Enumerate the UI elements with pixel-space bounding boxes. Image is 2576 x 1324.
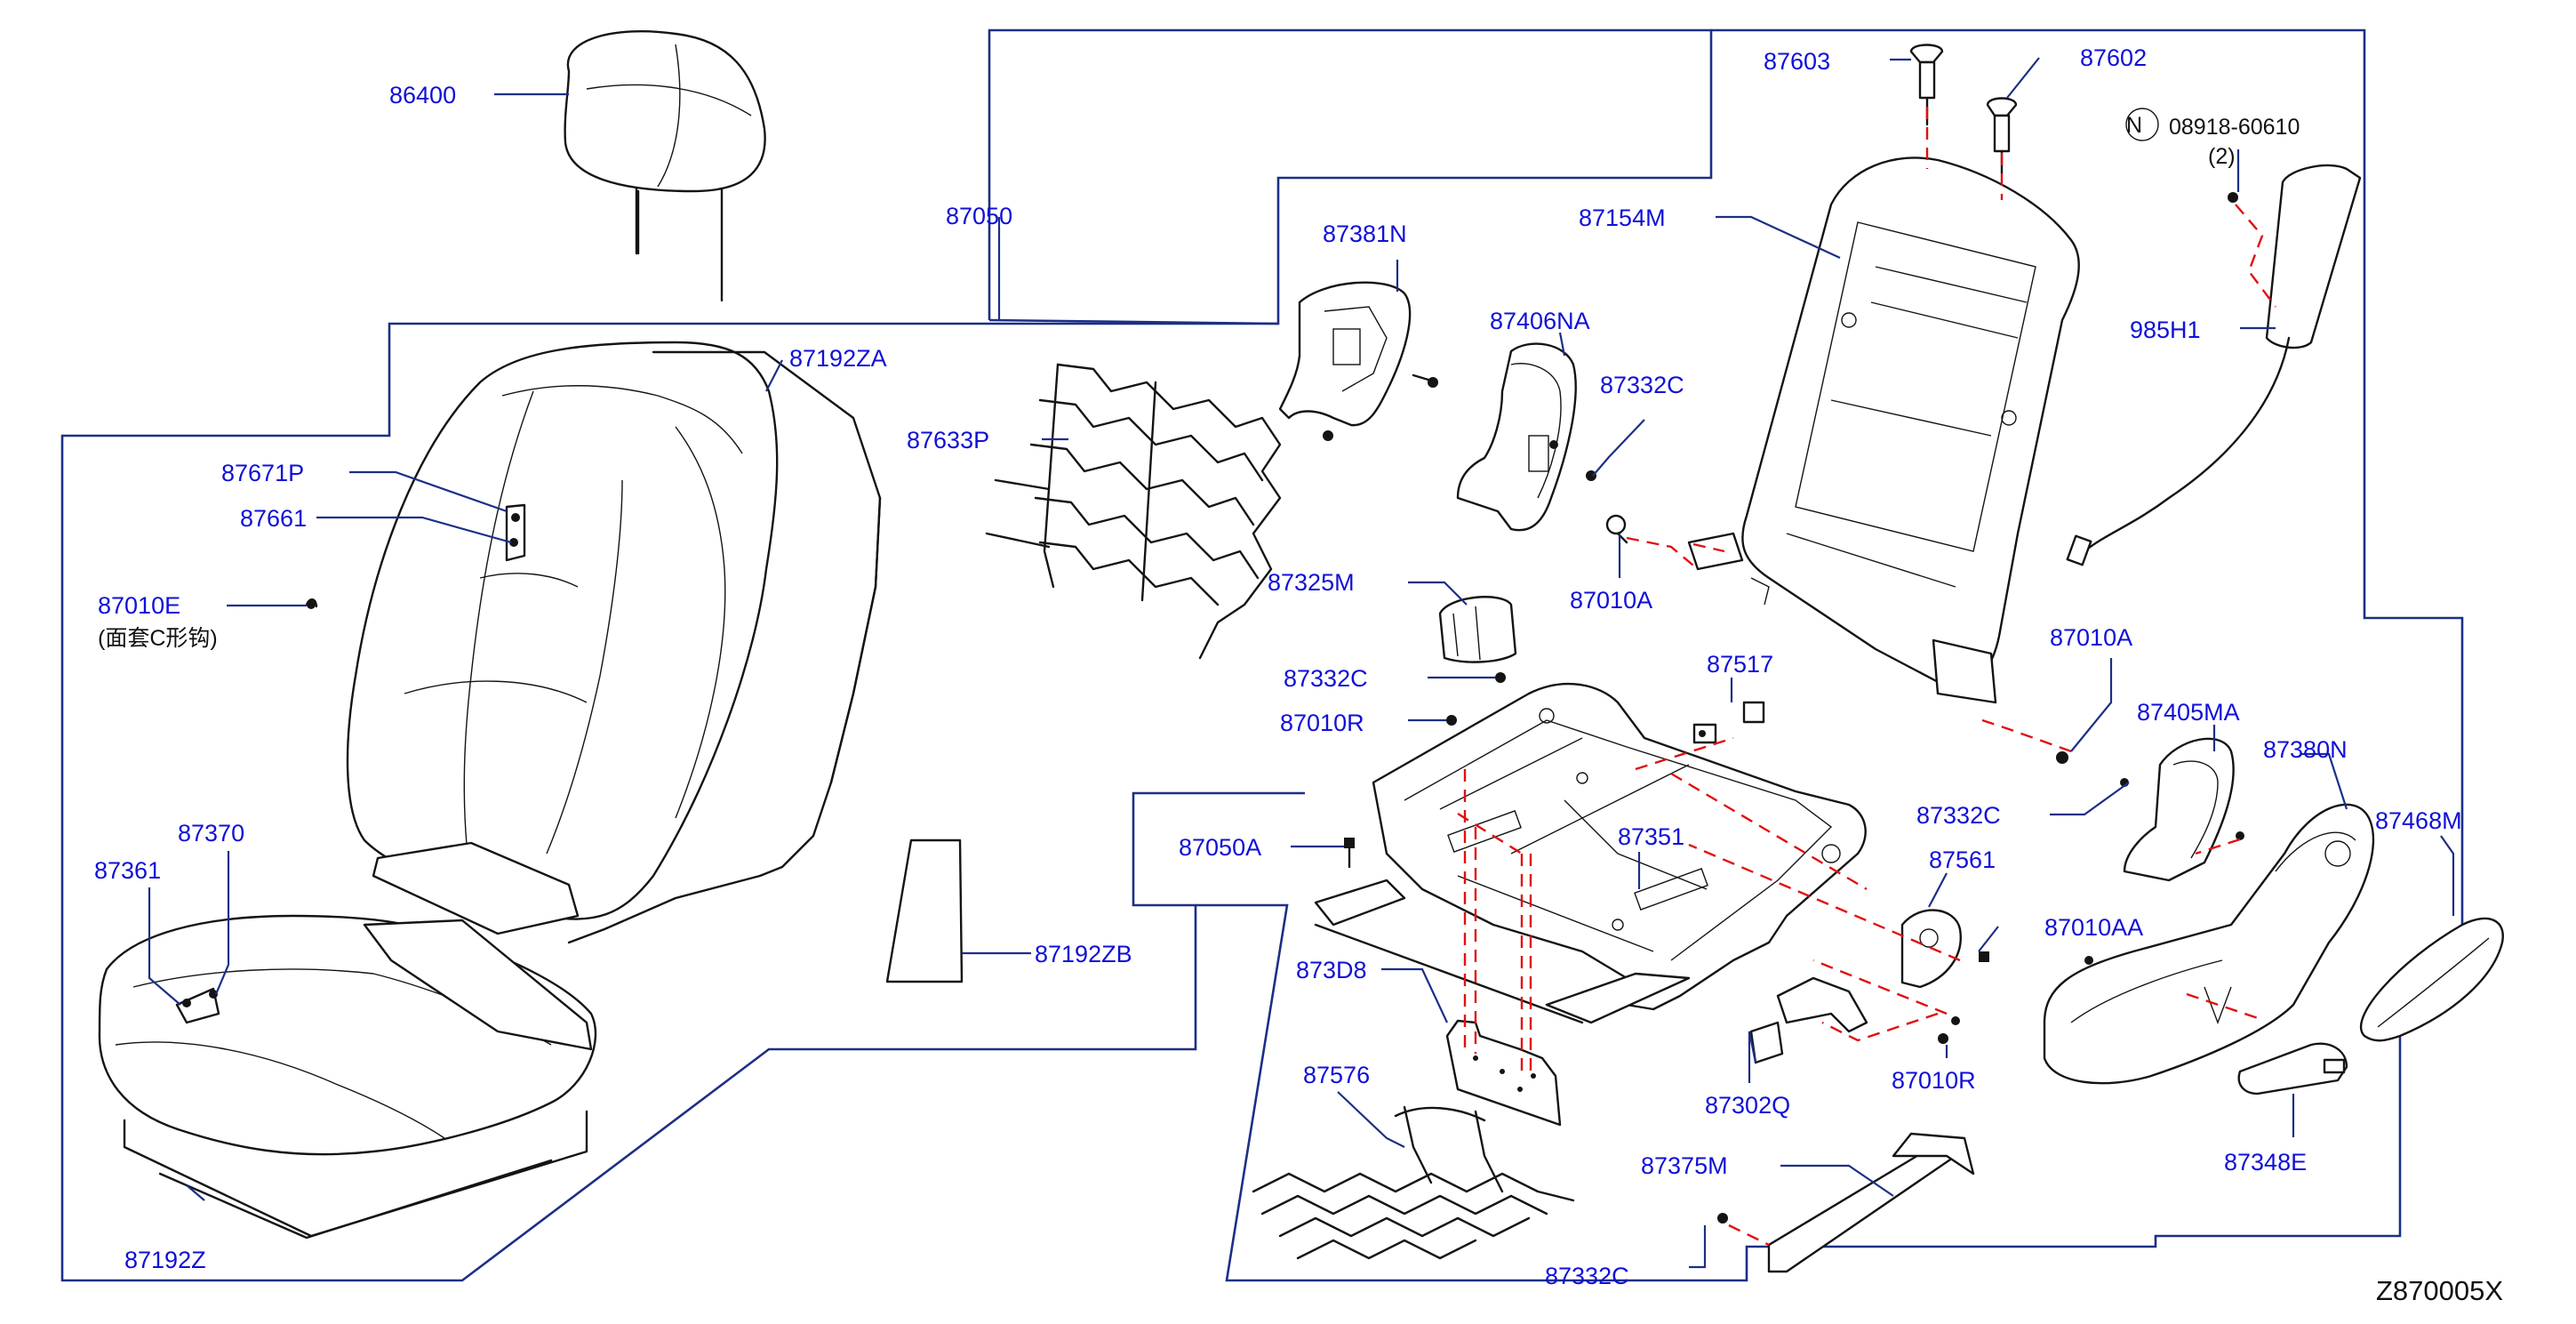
boundary-join: [988, 318, 1279, 325]
screws-left: [1344, 514, 1628, 869]
seatback-cover: [346, 341, 779, 920]
label-87010A-left: 87010A: [1570, 587, 1652, 614]
screws-right: [1938, 751, 2093, 1044]
clip-parts: [182, 503, 526, 1007]
installation-guides: [1457, 107, 2276, 1247]
finisher-87375M: [1717, 1132, 1975, 1273]
catalog-code: Z870005X: [2376, 1275, 2503, 1306]
label-87370: 87370: [178, 820, 244, 847]
label-87010A-right: 87010A: [2050, 624, 2132, 651]
label-87361: 87361: [94, 857, 161, 884]
label-87381N: 87381N: [1323, 221, 1407, 247]
bracket-873D8: [1445, 1019, 1562, 1127]
label-87332C-mid: 87332C: [1284, 665, 1368, 692]
finisher-87325M: [1438, 596, 1517, 683]
label-08918-60610: 08918-60610: [2169, 115, 2300, 140]
label-87010R-lower: 87010R: [1892, 1067, 1976, 1094]
cover-87561: [1900, 909, 1989, 989]
frame-boundary: [1196, 28, 2464, 1282]
label-87332C-upper: 87332C: [1600, 372, 1684, 398]
label-87010AA: 87010AA: [2044, 914, 2143, 941]
label-87332C-right: 87332C: [1916, 802, 2001, 829]
label-87302Q: 87302Q: [1705, 1092, 1790, 1119]
quantity-08918-60610: (2): [2208, 144, 2236, 169]
headrest-86400: [564, 30, 766, 302]
bracket-87302Q: [1749, 976, 1868, 1064]
back-panel-87192ZA: [372, 350, 882, 944]
label-873D8: 873D8: [1296, 957, 1367, 983]
label-87603: 87603: [1764, 48, 1830, 75]
side-airbag-985H1: [2066, 108, 2362, 566]
label-87154M: 87154M: [1579, 205, 1666, 231]
label-87050A: 87050A: [1179, 834, 1261, 861]
label-87050: 87050: [946, 203, 1012, 229]
seat-cover-boundary: [60, 28, 1713, 1282]
label-985H1: 985H1: [2130, 317, 2201, 343]
seat-cushion-cover: [98, 914, 597, 1240]
back-frame-87154M: [1687, 156, 2080, 704]
label-87325M: 87325M: [1268, 569, 1355, 596]
label-87405MA: 87405MA: [2137, 699, 2240, 726]
label-87351: 87351: [1618, 823, 1684, 850]
assembly-boundaries: [60, 28, 2464, 1282]
label-87633P: 87633P: [907, 427, 989, 453]
cover-87405MA: [2120, 737, 2244, 882]
label-87348E: 87348E: [2224, 1149, 2307, 1176]
label-87192Z: 87192Z: [124, 1247, 206, 1273]
label-87561: 87561: [1929, 847, 1996, 873]
label-87576: 87576: [1303, 1062, 1370, 1088]
label-87192ZA: 87192ZA: [789, 345, 887, 372]
back-spring-87633P: [985, 363, 1282, 660]
knob-cover-87406NA: [1456, 342, 1596, 532]
seat-frame-87351: [1314, 682, 1867, 1024]
label-86400: 86400: [389, 82, 456, 108]
note-symbol: N: [2126, 113, 2142, 138]
spring-87576: [1252, 1105, 1575, 1260]
leader-lines: [148, 57, 2455, 1269]
label-87192ZB: 87192ZB: [1035, 941, 1132, 967]
label-87010E: 87010E: [98, 592, 180, 619]
knob-87468M: [2359, 917, 2504, 1042]
part-labels: 86400 87050 87192ZA 87671P 87661 87010E …: [94, 44, 2503, 1306]
note-87010E: (面套C形钩): [98, 626, 218, 651]
label-87661: 87661: [240, 505, 307, 532]
headrest-guides: [1909, 44, 2018, 175]
label-87517: 87517: [1707, 651, 1773, 678]
label-87468M: 87468M: [2375, 807, 2462, 834]
label-87602: 87602: [2080, 44, 2147, 71]
label-87406NA: 87406NA: [1490, 308, 1590, 334]
insulator-87192ZB: [885, 839, 964, 983]
label-87332C-lower: 87332C: [1545, 1263, 1629, 1289]
label-87010R-upper: 87010R: [1280, 710, 1364, 736]
label-87380N: 87380N: [2263, 736, 2348, 763]
label-87375M: 87375M: [1641, 1152, 1728, 1179]
cover-87381N: [1278, 281, 1438, 441]
lever-87348E: [2237, 1042, 2348, 1095]
label-87671P: 87671P: [221, 460, 304, 486]
bracket-87517: [1692, 701, 1765, 744]
side-cover-87380N: [2043, 803, 2375, 1085]
